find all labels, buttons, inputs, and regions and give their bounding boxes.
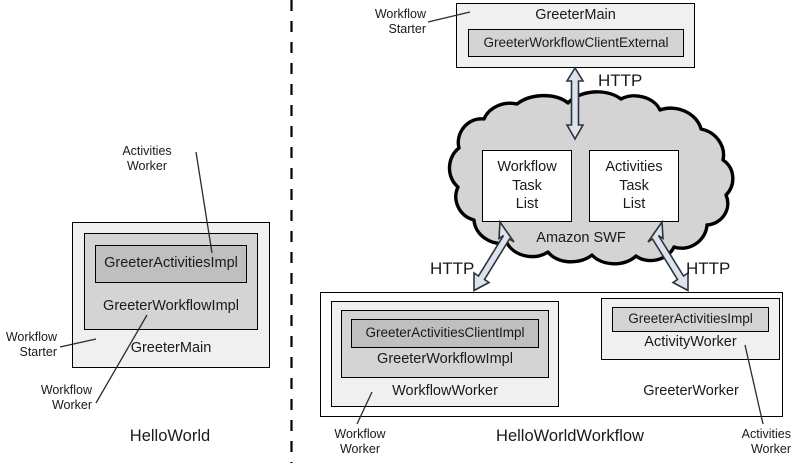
amazon-swf-caption: Amazon SWF [536, 230, 626, 246]
http-label-top: HTTP [598, 71, 643, 90]
left-callout-workflow-starter-line2: Starter [19, 345, 57, 360]
left-callout-workflow-starter: Workflow Starter [0, 330, 57, 361]
greeteractivitiesclientimpl-box: GreeterActivitiesClientImpl [351, 319, 539, 348]
left-callout-workflow-worker-line2: Worker [51, 398, 92, 413]
left-callout-workflow-worker: Workflow Worker [30, 383, 92, 414]
activities-task-list-line1: Activities [605, 159, 663, 176]
right-greeterworkflowclientexternal-box: GreeterWorkflowClientExternal [468, 29, 684, 57]
left-callout-activities-worker-line2: Worker [126, 159, 168, 174]
left-greeterworkflowimpl-label: GreeterWorkflowImpl [103, 298, 239, 314]
left-callout-activities-worker-line1: Activities [122, 144, 172, 158]
right-callout-activities-worker-line1: Activities [741, 427, 791, 441]
activities-task-list-line2: Task [619, 177, 649, 194]
right-callout-workflow-worker: Workflow Worker [325, 427, 395, 458]
http-arrow-vertical [565, 66, 585, 141]
greeteractivitiesclientimpl-label: GreeterActivitiesClientImpl [365, 325, 525, 341]
right-callout-workflow-worker-line2: Worker [339, 442, 381, 457]
right-callout-workflow-starter: Workflow Starter [358, 7, 426, 38]
right-greetermain-label: GreeterMain [535, 7, 616, 23]
right-greeteractivitiesimpl-box: GreeterActivitiesImpl [612, 307, 769, 332]
right-callout-workflow-starter-line2: Starter [388, 22, 426, 37]
bottom-greeterworkflowimpl-label: GreeterWorkflowImpl [377, 351, 513, 367]
activities-task-list-box: Activities Task List [589, 150, 679, 222]
right-callout-activities-worker-line2: Worker [750, 442, 791, 457]
right-greeteractivitiesimpl-label: GreeterActivitiesImpl [628, 311, 753, 327]
http-label-right: HTTP [686, 259, 731, 278]
left-callout-workflow-starter-line1: Workflow [5, 330, 57, 344]
left-greetermain-label: GreeterMain [130, 340, 212, 356]
workflow-task-list-line3: List [515, 196, 539, 213]
left-panel-caption: HelloWorld [129, 427, 211, 445]
workflow-task-list-line1: Workflow [497, 159, 557, 176]
activities-task-list-text: Activities Task List [590, 151, 678, 221]
right-callout-workflow-worker-line1: Workflow [334, 427, 386, 441]
right-callout-activities-worker: Activities Worker [719, 427, 791, 458]
workflow-task-list-box: Workflow Task List [482, 150, 572, 222]
left-callout-activities-worker: Activities Worker [102, 144, 192, 175]
left-callout-workflow-worker-line1: Workflow [40, 383, 92, 397]
workflowworker-label: WorkflowWorker [392, 383, 498, 399]
activityworker-label: ActivityWorker [644, 334, 737, 350]
right-panel-caption: HelloWorldWorkflow [496, 427, 644, 445]
left-greeteractivitiesimpl-box: GreeterActivitiesImpl [95, 245, 247, 283]
left-greeteractivitiesimpl-label: GreeterActivitiesImpl [104, 255, 238, 272]
right-greeterworkflowclientexternal-label: GreeterWorkflowClientExternal [483, 34, 669, 50]
http-label-left: HTTP [430, 259, 475, 278]
greeterworker-label: GreeterWorker [643, 383, 739, 399]
http-arrow-right-diagonal [647, 219, 689, 292]
http-arrow-left-diagonal [473, 219, 515, 292]
right-callout-workflow-starter-line1: Workflow [374, 7, 426, 21]
workflow-task-list-text: Workflow Task List [483, 151, 571, 221]
activities-task-list-line3: List [622, 196, 646, 213]
workflow-task-list-line2: Task [512, 177, 542, 194]
